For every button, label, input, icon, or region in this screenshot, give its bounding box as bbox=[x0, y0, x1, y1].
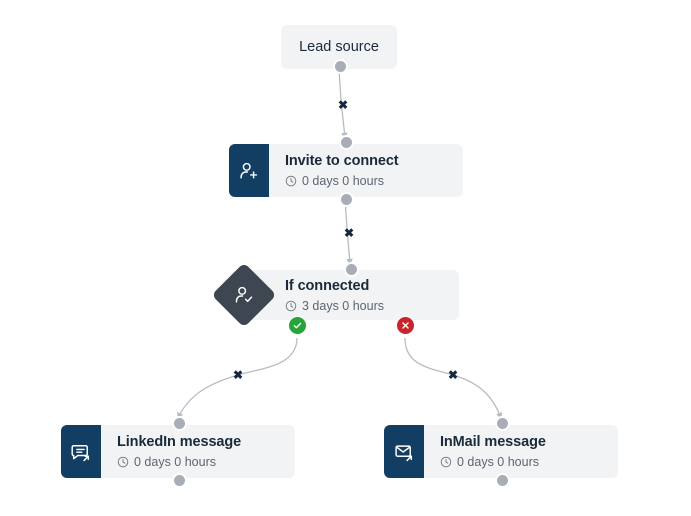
person-check-icon-diamond[interactable] bbox=[211, 262, 277, 328]
node-if-connected-body: If connected 3 days 0 hours bbox=[243, 270, 459, 320]
port-if-connected-input[interactable] bbox=[344, 262, 359, 277]
node-invite-to-connect-title: Invite to connect bbox=[285, 153, 399, 169]
clock-icon bbox=[440, 456, 452, 468]
branch-yes-badge[interactable] bbox=[288, 316, 307, 335]
close-circle-icon bbox=[402, 322, 409, 329]
person-add-icon bbox=[229, 144, 269, 197]
node-linkedin-message[interactable]: LinkedIn message 0 days 0 hours bbox=[61, 425, 295, 478]
port-linkedin-input[interactable] bbox=[172, 416, 187, 431]
clock-icon bbox=[285, 300, 297, 312]
port-invite-input[interactable] bbox=[339, 135, 354, 150]
edge-delete-lead-source-to-invite[interactable]: ✖ bbox=[337, 98, 349, 112]
port-lead-source-output[interactable] bbox=[333, 59, 348, 74]
port-invite-output[interactable] bbox=[339, 192, 354, 207]
clock-icon bbox=[285, 175, 297, 187]
port-inmail-input[interactable] bbox=[495, 416, 510, 431]
port-inmail-output[interactable] bbox=[495, 473, 510, 488]
node-if-connected-title: If connected bbox=[285, 277, 370, 294]
edge-delete-no-to-inmail[interactable]: ✖ bbox=[447, 368, 459, 382]
node-if-connected-delay: 3 days 0 hours bbox=[285, 298, 459, 314]
node-linkedin-message-title: LinkedIn message bbox=[117, 434, 242, 450]
node-inmail-message[interactable]: InMail message 0 days 0 hours bbox=[384, 425, 618, 478]
node-linkedin-message-delay-text: 0 days 0 hours bbox=[134, 455, 216, 469]
node-inmail-message-title: InMail message bbox=[440, 434, 546, 450]
branch-no-badge[interactable] bbox=[396, 316, 415, 335]
node-linkedin-message-body: LinkedIn message 0 days 0 hours bbox=[101, 425, 295, 478]
clock-icon bbox=[117, 456, 129, 468]
edge-delete-invite-to-if-connected[interactable]: ✖ bbox=[343, 226, 355, 240]
chat-bubble-arrow-icon bbox=[61, 425, 101, 478]
envelope-arrow-icon bbox=[384, 425, 424, 478]
person-check-icon bbox=[233, 284, 255, 306]
port-linkedin-output[interactable] bbox=[172, 473, 187, 488]
node-lead-source-title: Lead source bbox=[299, 39, 379, 55]
node-linkedin-message-delay: 0 days 0 hours bbox=[117, 454, 295, 470]
node-inmail-message-body: InMail message 0 days 0 hours bbox=[424, 425, 618, 478]
check-circle-icon bbox=[293, 322, 302, 329]
edge-delete-yes-to-linkedin[interactable]: ✖ bbox=[232, 368, 244, 382]
node-invite-to-connect-body: Invite to connect 0 days 0 hours bbox=[269, 144, 463, 197]
node-inmail-message-delay: 0 days 0 hours bbox=[440, 454, 618, 470]
node-if-connected[interactable]: If connected 3 days 0 hours bbox=[243, 270, 459, 320]
node-invite-to-connect-delay-text: 0 days 0 hours bbox=[302, 174, 384, 188]
node-if-connected-delay-text: 3 days 0 hours bbox=[302, 298, 384, 313]
node-invite-to-connect-delay: 0 days 0 hours bbox=[285, 173, 463, 189]
node-inmail-message-delay-text: 0 days 0 hours bbox=[457, 455, 539, 469]
node-invite-to-connect[interactable]: Invite to connect 0 days 0 hours bbox=[229, 144, 463, 197]
